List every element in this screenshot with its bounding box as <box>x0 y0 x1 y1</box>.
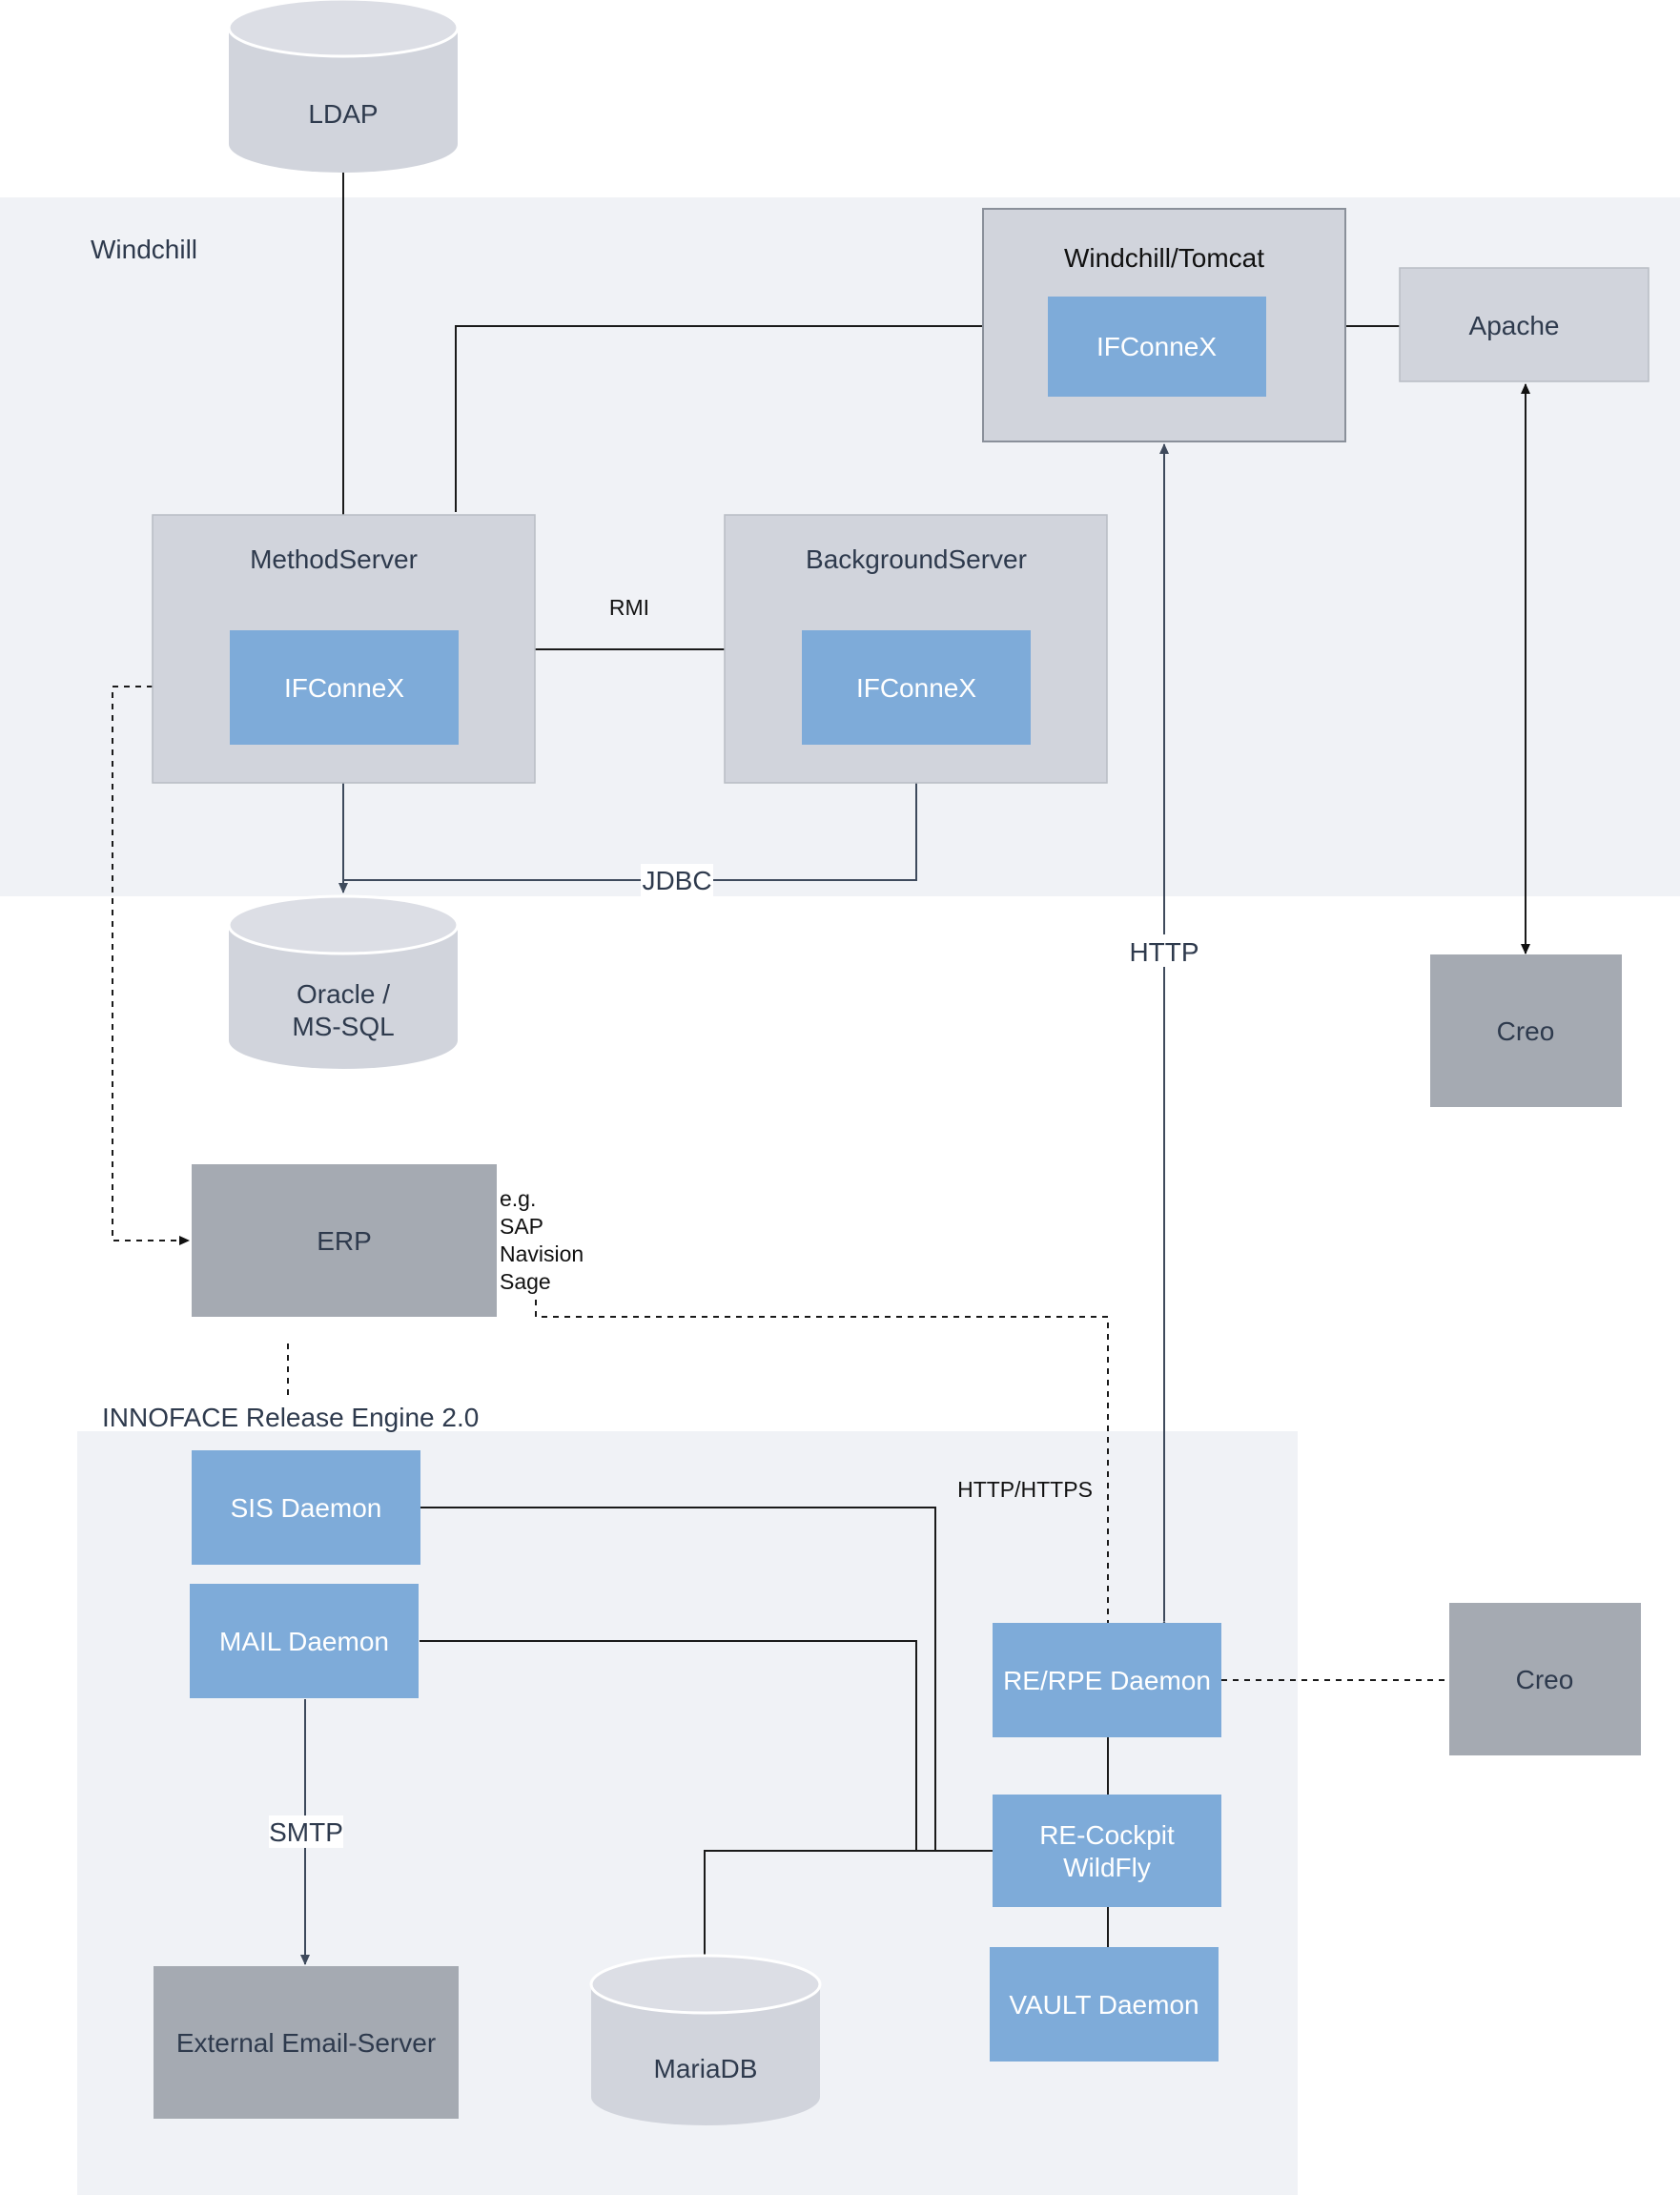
ifconnex-tomcat-label: IFConneX <box>1096 332 1217 361</box>
erp-label: ERP <box>317 1226 372 1256</box>
erp-example-1: SAP <box>500 1214 543 1239</box>
edge-methodserver-erp <box>112 686 190 1245</box>
jdbc-label: JDBC <box>642 866 711 895</box>
ifconnex-background-label: IFConneX <box>856 673 976 703</box>
oracle-label-line1: Oracle / <box>297 979 390 1009</box>
http-label: HTTP <box>1129 937 1199 967</box>
smtp-label: SMTP <box>269 1817 343 1847</box>
re-cockpit-label-line2: WildFly <box>1063 1853 1151 1882</box>
windchill-region-label: Windchill <box>91 235 197 264</box>
re-rpe-daemon-node: RE/RPE Daemon <box>993 1623 1221 1737</box>
mail-daemon-node: MAIL Daemon <box>190 1584 419 1698</box>
oracle-database: Oracle / MS-SQL <box>227 894 460 1069</box>
erp-example-0: e.g. <box>500 1186 536 1211</box>
jdbc-label-bg <box>641 864 713 896</box>
edge-jdbc <box>343 783 917 881</box>
oracle-label-line2: MS-SQL <box>292 1012 394 1041</box>
background-server-node: BackgroundServer IFConneX <box>724 514 1108 784</box>
edge-methodserver-tomcat <box>455 325 983 512</box>
apache-node: Apache <box>1399 267 1649 382</box>
external-email-server-node: External Email-Server <box>154 1966 459 2119</box>
sis-daemon-label: SIS Daemon <box>231 1493 382 1523</box>
method-server-label: MethodServer <box>250 544 418 574</box>
creo-top-label: Creo <box>1497 1016 1555 1046</box>
mariadb-label: MariaDB <box>654 2054 758 2083</box>
erp-example-2: Navision <box>500 1241 584 1266</box>
ifconnex-method-box <box>230 630 459 745</box>
sis-daemon-node: SIS Daemon <box>192 1450 420 1565</box>
erp-example-3: Sage <box>500 1269 551 1294</box>
re-rpe-daemon-label: RE/RPE Daemon <box>1003 1666 1211 1695</box>
vault-daemon-label: VAULT Daemon <box>1009 1990 1199 2020</box>
creo-top-node: Creo <box>1430 954 1622 1107</box>
external-email-server-label: External Email-Server <box>176 2028 436 2058</box>
windchill-tomcat-node: Windchill/Tomcat IFConneX <box>982 208 1346 442</box>
method-server-node: MethodServer IFConneX <box>152 514 536 784</box>
apache-label: Apache <box>1469 311 1560 340</box>
edge-mail-cockpit <box>420 1640 917 1851</box>
erp-examples: e.g. SAP Navision Sage <box>500 1186 584 1294</box>
background-server-label: BackgroundServer <box>806 544 1027 574</box>
ifconnex-background-box <box>802 630 1031 745</box>
http-https-label: HTTP/HTTPS <box>957 1477 1093 1502</box>
re-cockpit-label-line1: RE-Cockpit <box>1039 1820 1175 1850</box>
creo-bottom-label: Creo <box>1516 1665 1574 1694</box>
creo-bottom-node: Creo <box>1449 1603 1641 1755</box>
ifconnex-tomcat-box <box>1048 297 1266 397</box>
ifconnex-method-label: IFConneX <box>284 673 404 703</box>
rmi-label: RMI <box>609 595 649 620</box>
innoface-region-label: INNOFACE Release Engine 2.0 <box>102 1403 479 1432</box>
edge-mariadb-cockpit <box>704 1850 993 1957</box>
mariadb-database: MariaDB <box>589 1954 822 2125</box>
re-cockpit-node: RE-Cockpit WildFly <box>993 1795 1221 1907</box>
windchill-tomcat-label: Windchill/Tomcat <box>1064 243 1264 273</box>
vault-daemon-node: VAULT Daemon <box>990 1947 1219 2062</box>
ldap-database: LDAP <box>227 0 460 173</box>
ldap-label: LDAP <box>308 99 378 129</box>
erp-node: ERP <box>192 1164 497 1317</box>
mail-daemon-label: MAIL Daemon <box>219 1627 389 1656</box>
http-label-bg <box>1127 934 1201 967</box>
edge-erp-rerpe <box>535 1300 1109 1623</box>
smtp-label-bg <box>269 1815 343 1848</box>
